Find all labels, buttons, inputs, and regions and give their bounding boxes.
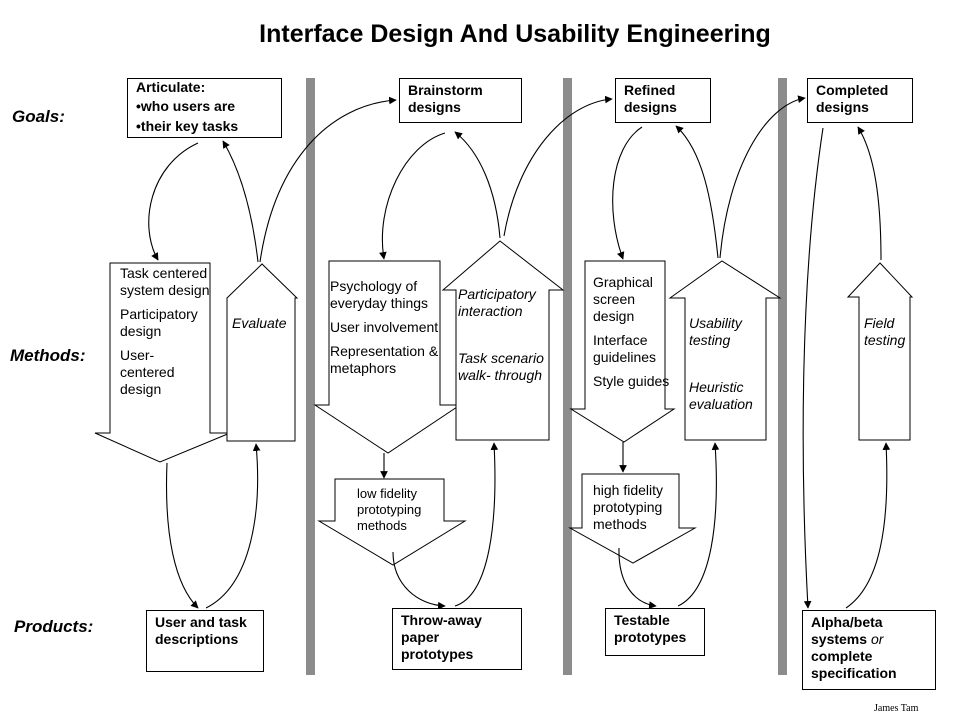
flow-low-to-throwaway [392, 551, 446, 610]
method-field: Field testing [864, 315, 906, 348]
flow-high-to-testable [618, 547, 657, 609]
flow-usability-to-completed [719, 95, 806, 259]
evaluate-up-arrow [226, 263, 299, 442]
task-centered-down-arrow [94, 262, 231, 463]
psychology-down-arrow [313, 260, 462, 454]
low-fidelity-down-arrow [317, 478, 467, 566]
flow-evaluate-to-brainstorm [259, 96, 397, 263]
method-item: Participatory interaction [458, 286, 536, 319]
flow-brainstorm-to-psychology [379, 132, 446, 260]
author-credit: James Tam [874, 703, 919, 714]
flow-alpha-to-field [845, 442, 891, 609]
method-item: Task scenario walk- through [458, 350, 544, 383]
diagram-title: Interface Design And Usability Engineeri… [259, 20, 771, 48]
graphical-down-arrow [569, 260, 676, 443]
method-item: User- centered design [120, 347, 175, 397]
flow-articulate-to-task [148, 142, 199, 261]
product-testable: Testable prototypes [605, 608, 705, 656]
flow-products-to-evaluate [205, 443, 261, 609]
method-graphical: Graphical screen design Interface guidel… [593, 274, 673, 397]
goal-refined: Refined designs [615, 78, 711, 123]
goal-brainstorm: Brainstorm designs [399, 78, 522, 123]
row-label-methods: Methods: [10, 346, 86, 365]
product-alpha-part1: Alpha/beta systems [811, 614, 883, 647]
goal-articulate-bullets: •who users are •their key tasks [136, 96, 273, 136]
product-alpha-or: or [870, 631, 884, 647]
method-high-fidelity: high fidelity prototyping methods [593, 482, 664, 532]
method-item: User involvement [330, 319, 439, 335]
goal-articulate: Articulate: •who users are •their key ta… [127, 78, 282, 138]
method-item: Representation & metaphors [330, 343, 439, 376]
method-participatory: Participatory interaction Task scenario … [458, 286, 550, 391]
method-evaluate: Evaluate [232, 315, 287, 331]
product-alpha-part2: complete specification [811, 648, 897, 681]
separator-1 [306, 78, 315, 675]
goal-articulate-bullet: •their key tasks [136, 118, 239, 134]
method-item: Psychology of everyday things [330, 278, 429, 311]
method-item: Interface guidelines [593, 332, 657, 365]
field-up-arrow [846, 262, 914, 441]
product-alpha-beta: Alpha/beta systems or complete specifica… [802, 610, 936, 690]
flow-field-to-completed [857, 126, 882, 261]
participatory-up-arrow [441, 240, 565, 441]
product-user-task: User and task descriptions [146, 610, 264, 672]
method-psychology: Psychology of everyday things User invol… [330, 278, 442, 384]
method-low-fidelity: low fidelity prototyping methods [357, 486, 422, 533]
flow-throwaway-to-participatory [454, 442, 499, 607]
high-fidelity-down-arrow [568, 473, 697, 564]
method-usability: Usability testing Heuristic evaluation [689, 315, 769, 420]
separator-2 [563, 78, 572, 675]
method-item: Usability testing [689, 315, 742, 348]
method-item: Graphical screen design [593, 274, 653, 324]
product-throwaway: Throw-away paper prototypes [392, 608, 522, 670]
goal-articulate-bullet: •who users are [136, 98, 236, 114]
flow-participatory-to-refined [503, 95, 613, 237]
flow-refined-to-graphical [612, 126, 643, 260]
goal-completed: Completed designs [807, 78, 913, 123]
usability-up-arrow [668, 260, 782, 441]
goal-articulate-heading: Articulate: [136, 79, 206, 95]
method-item: Task centered system design [120, 265, 210, 298]
row-label-goals: Goals: [12, 107, 65, 126]
method-item: Participatory design [120, 306, 198, 339]
flow-testable-to-usability [677, 442, 720, 607]
row-label-products: Products: [14, 617, 94, 636]
flow-arrows [148, 95, 891, 610]
method-item: Heuristic evaluation [689, 379, 753, 412]
flow-completed-to-alpha [802, 127, 824, 609]
flow-evaluate-to-articulate [222, 140, 259, 263]
flow-participatory-to-brainstorm [454, 131, 501, 239]
separator-3 [778, 78, 787, 675]
flow-task-to-products [166, 462, 199, 609]
flow-usability-to-refined [675, 125, 719, 259]
method-item: Style guides [593, 373, 670, 389]
method-task-centered: Task centered system design Participator… [120, 265, 212, 405]
